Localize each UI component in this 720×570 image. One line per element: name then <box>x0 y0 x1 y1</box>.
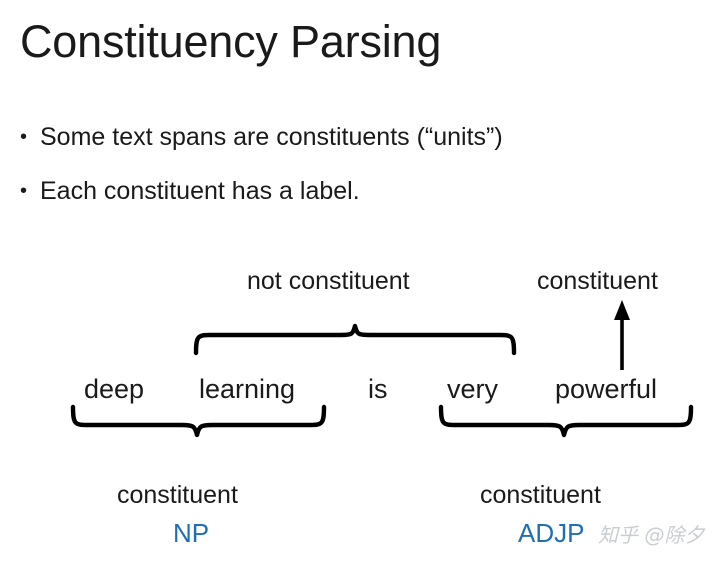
sentence-word-powerful: powerful <box>555 374 658 404</box>
sentence-word-very: very <box>447 374 499 404</box>
top-brace-not-constituent-icon <box>193 323 517 356</box>
bullet-marker-icon: • <box>20 126 28 148</box>
diagram-brace-layer <box>70 300 694 438</box>
watermark: 知乎 @除夕 <box>598 523 705 547</box>
list-item: • Some text spans are constituents (“uni… <box>20 118 680 156</box>
label-constituent-right: constituent <box>480 481 601 509</box>
constituent-tag-adjp: ADJP <box>518 518 585 548</box>
sentence-word-is: is <box>368 374 388 404</box>
constituency-diagram: not constituent constituent deep learnin… <box>0 250 720 570</box>
page-title: Constituency Parsing <box>20 16 442 67</box>
constituent-tag-np: NP <box>173 518 210 548</box>
sentence-word-learning: learning <box>199 374 296 404</box>
arrow-constituent-powerful-icon <box>614 300 630 370</box>
label-constituent-left: constituent <box>117 481 238 509</box>
label-not-constituent: not constituent <box>247 267 410 295</box>
bullet-text: Some text spans are constituents (“units… <box>40 123 503 151</box>
bottom-brace-np-icon <box>70 404 327 438</box>
bullet-list: • Some text spans are constituents (“uni… <box>20 118 680 226</box>
sentence-word-deep: deep <box>84 374 145 404</box>
bullet-marker-icon: • <box>20 180 28 202</box>
bottom-brace-adjp-icon <box>438 404 694 438</box>
list-item: • Each constituent has a label. <box>20 172 680 210</box>
label-constituent-top: constituent <box>537 267 658 295</box>
bullet-text: Each constituent has a label. <box>40 177 360 205</box>
